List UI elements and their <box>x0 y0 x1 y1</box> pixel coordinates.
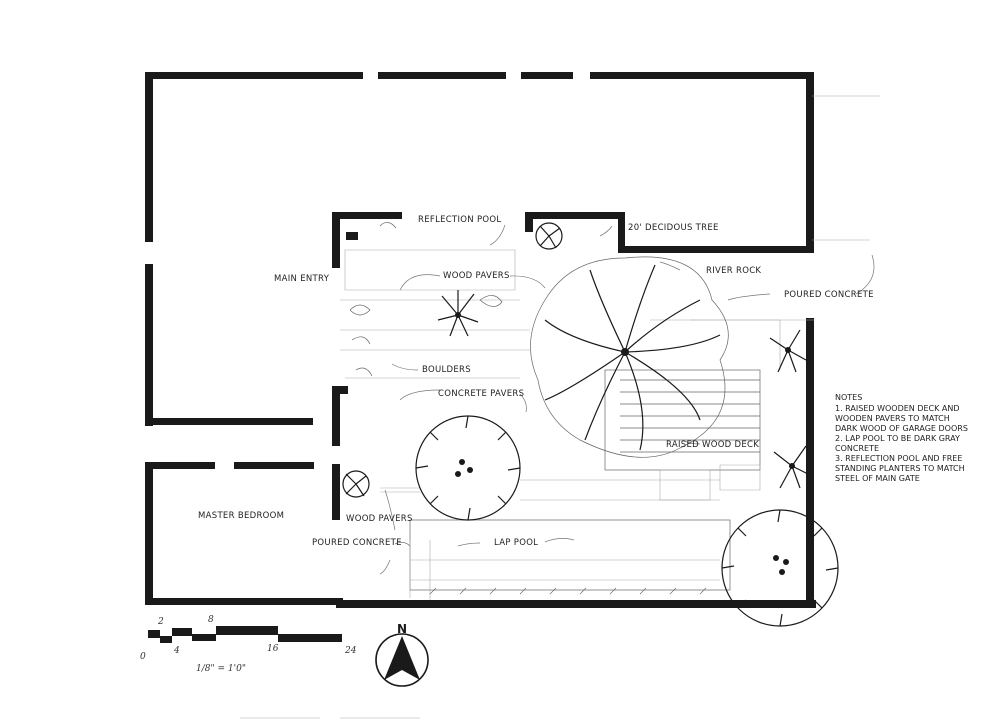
label-boulders: BOULDERS <box>422 365 471 375</box>
label-decidous-tree: 20' DECIDOUS TREE <box>628 223 719 233</box>
notes-line: STEEL OF MAIN GATE <box>835 474 920 483</box>
shrub-icons <box>342 222 813 498</box>
round-concrete-paver <box>415 415 521 521</box>
shrub-icon <box>342 470 370 498</box>
scale-tick: 4 <box>173 646 180 656</box>
notes-heading: NOTES <box>835 393 862 402</box>
label-concrete-pavers: CONCRETE PAVERS <box>438 389 524 399</box>
north-letter: N <box>397 622 407 636</box>
deciduous-tree-icon <box>530 256 729 458</box>
notes-line: WOODEN PAVERS TO MATCH <box>835 414 950 423</box>
scale-tick: 8 <box>208 615 214 625</box>
shrub-icon <box>437 290 479 337</box>
label-main-entry: MAIN ENTRY <box>274 274 330 284</box>
label-poured-concrete-right: POURED CONCRETE <box>784 290 874 300</box>
label-wood-pavers-top: WOOD PAVERS <box>443 271 510 281</box>
shrub-icon <box>773 445 813 489</box>
label-wood-pavers-bottom: WOOD PAVERS <box>346 514 413 524</box>
notes-line: DARK WOOD OF GARAGE DOORS <box>835 424 968 433</box>
notes-line: STANDING PLANTERS TO MATCH <box>835 464 965 473</box>
building-walls <box>145 72 816 608</box>
plan-labels: REFLECTION POOL 20' DECIDOUS TREE MAIN E… <box>198 215 874 548</box>
site-context-lines <box>340 95 880 600</box>
scale-bar-icon: 0 2 4 8 16 24 1/8" = 1'0" <box>140 615 357 674</box>
scale-tick: 0 <box>140 652 146 662</box>
label-lap-pool: LAP POOL <box>494 538 538 548</box>
label-poured-concrete-left: POURED CONCRETE <box>312 538 402 548</box>
notes-block: NOTES 1. RAISED WOODEN DECK AND WOODEN P… <box>835 393 968 483</box>
scale-tick: 24 <box>344 646 357 656</box>
shrub-icon <box>535 222 563 250</box>
notes-line: 1. RAISED WOODEN DECK AND <box>835 404 960 413</box>
label-raised-wood-deck: RAISED WOOD DECK <box>666 440 759 450</box>
planting-row <box>429 587 707 595</box>
scale-tick: 2 <box>157 617 164 627</box>
notes-line: 2. LAP POOL TO BE DARK GRAY <box>835 434 960 443</box>
scale-tick: 16 <box>267 644 279 654</box>
leader-arrows <box>379 224 875 575</box>
scale-ratio: 1/8" = 1'0" <box>196 664 246 674</box>
label-master-bedroom: MASTER BEDROOM <box>198 511 284 521</box>
notes-line: CONCRETE <box>835 444 879 453</box>
north-arrow-icon: N <box>375 622 429 687</box>
notes-line: 3. REFLECTION POOL AND FREE <box>835 454 962 463</box>
label-reflection-pool: REFLECTION POOL <box>418 215 501 225</box>
shrub-icon <box>769 329 807 373</box>
label-river-rock: RIVER ROCK <box>706 266 761 276</box>
round-planter-right <box>721 509 839 627</box>
